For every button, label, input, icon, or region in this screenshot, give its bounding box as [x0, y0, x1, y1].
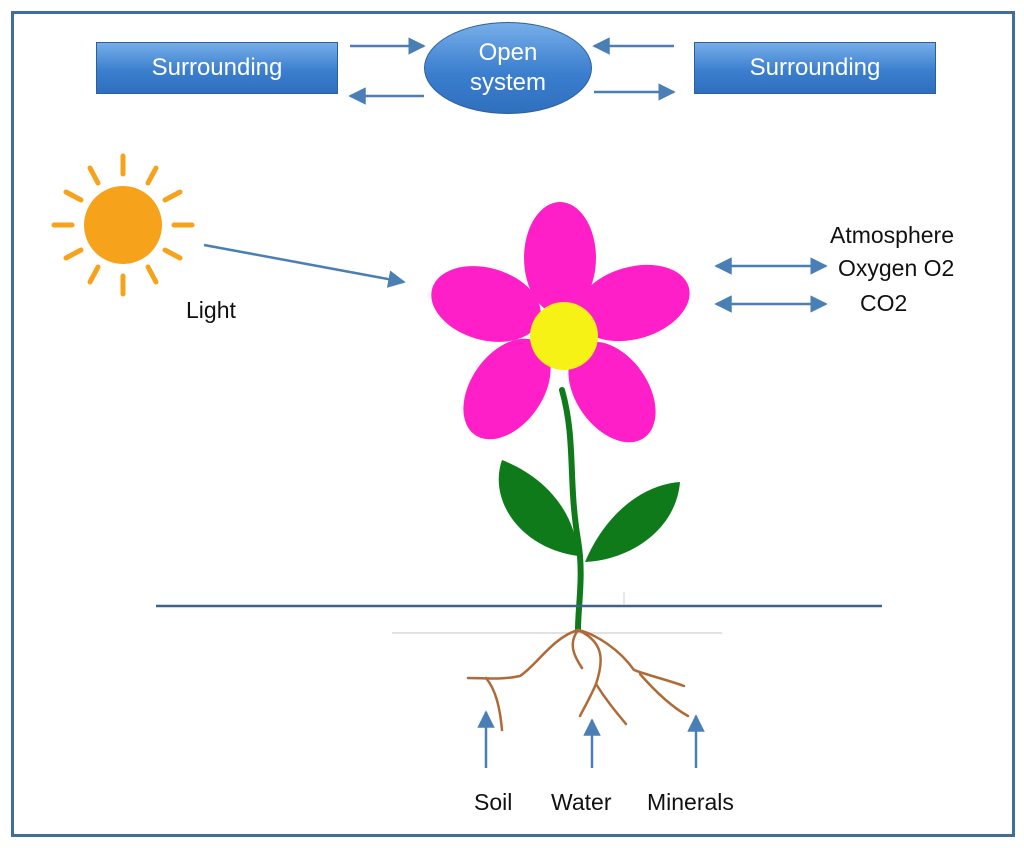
open-system-line2: system — [469, 69, 546, 96]
oxygen-label: Oxygen O2 — [838, 255, 955, 281]
surrounding-left-box: Surrounding — [96, 42, 338, 94]
leaf-icon — [498, 460, 680, 562]
flower-icon — [431, 202, 690, 443]
surrounding-right-box: Surrounding — [694, 42, 936, 94]
open-system-line1: Open — [478, 39, 538, 66]
soil-uptake-arrows — [477, 710, 705, 768]
atmosphere-label: Atmosphere — [830, 222, 955, 248]
open-system-ellipse: Open system — [424, 22, 592, 114]
atmosphere-exchange-arrows — [714, 257, 828, 313]
light-label: Light — [186, 297, 236, 323]
co2-label: CO2 — [860, 290, 908, 316]
surrounding-exchange-arrows — [348, 37, 676, 105]
sun-icon — [51, 153, 195, 297]
minerals-label: Minerals — [647, 789, 734, 815]
soil-label: Soil — [474, 789, 513, 815]
stem — [559, 387, 584, 633]
roots-icon — [466, 628, 690, 732]
water-label: Water — [551, 789, 612, 815]
light-arrow — [203, 243, 406, 288]
